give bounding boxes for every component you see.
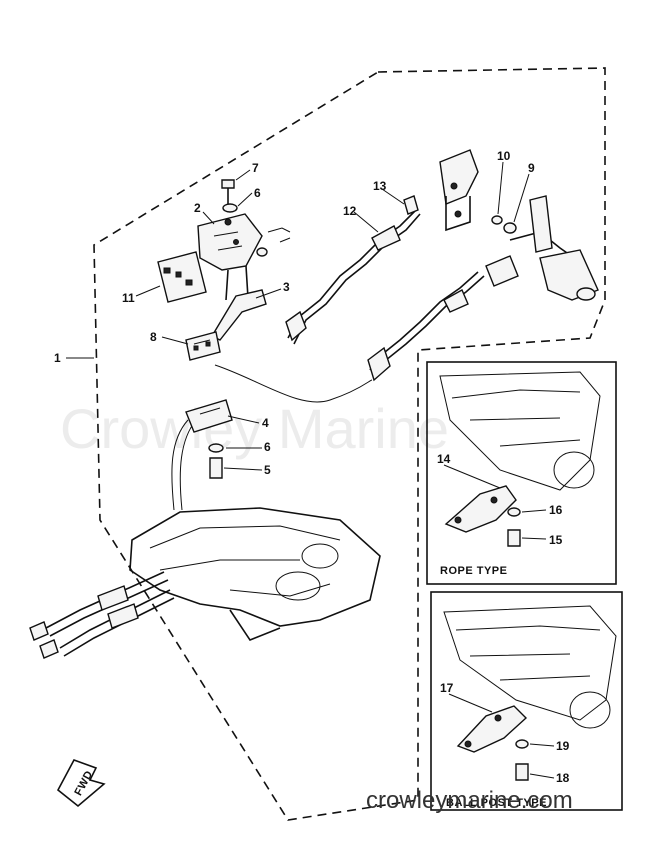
callout-18: 18: [556, 771, 570, 785]
callout-6-lower: 6: [264, 440, 271, 454]
callout-4: 4: [262, 416, 269, 430]
callout-7: 7: [252, 161, 259, 175]
watermark: Crowley Marine: [60, 397, 449, 460]
fwd-arrow-icon: FWD: [56, 759, 106, 808]
ball-post-type-inset: BALL POST TYPE: [430, 591, 623, 811]
callout-19: 19: [556, 739, 570, 753]
assembly-boundary: [93, 67, 606, 821]
callout-6-upper: 6: [254, 186, 261, 200]
callout-2: 2: [194, 201, 201, 215]
callout-8: 8: [150, 330, 157, 344]
callout-1: 1: [54, 351, 61, 365]
callout-10: 10: [497, 149, 511, 163]
throttle-linkage: [439, 149, 599, 301]
rope-type-label: ROPE TYPE: [440, 565, 507, 577]
engine-block: [129, 507, 381, 641]
callout-12: 12: [343, 204, 357, 218]
callout-11: 11: [122, 291, 135, 305]
ball-post-type-label: BALL POST TYPE: [446, 797, 547, 809]
callout-15: 15: [549, 533, 563, 547]
callout-17: 17: [440, 681, 454, 695]
callout-16: 16: [549, 503, 563, 517]
mounting-bracket-assembly: [157, 179, 291, 361]
callout-9: 9: [528, 161, 535, 175]
leader-lines: [66, 161, 555, 779]
callout-14: 14: [437, 452, 451, 466]
callout-3: 3: [283, 280, 290, 294]
cable-ends: [29, 571, 175, 659]
control-cables: [171, 195, 485, 511]
callout-13: 13: [373, 179, 387, 193]
site-url: crowleymarine.com: [366, 787, 573, 814]
rope-type-inset: ROPE TYPE: [426, 361, 617, 585]
callouts: 1 2 3 4 5 6 6 7 8 9 10 11 12 13 14 15 16…: [54, 149, 570, 785]
callout-5: 5: [264, 463, 271, 477]
lower-bracket: [185, 399, 233, 479]
